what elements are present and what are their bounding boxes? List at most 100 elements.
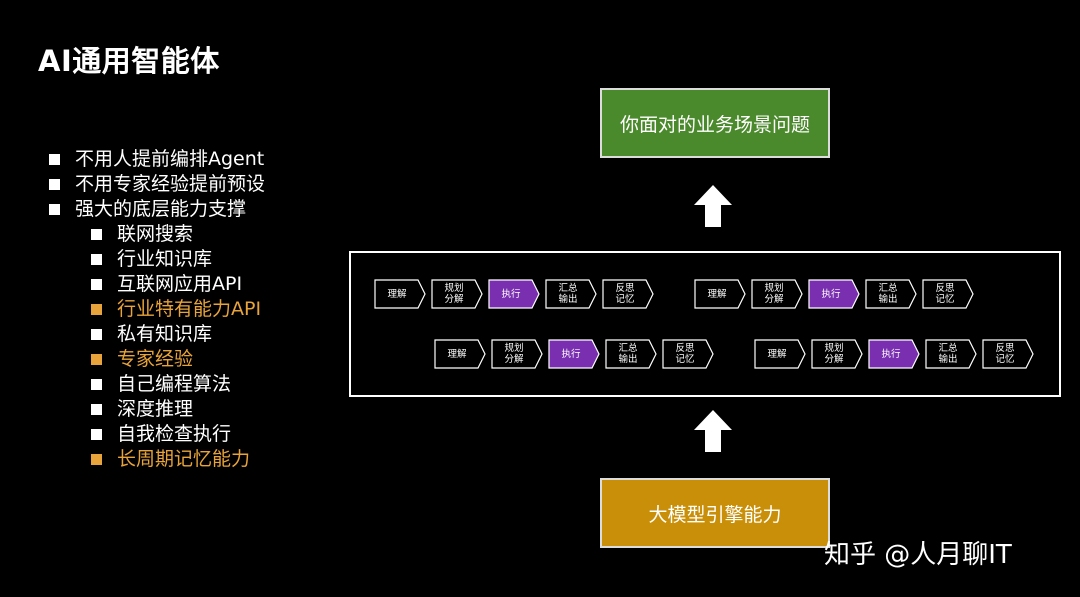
process-step-label: 反思 记忆 — [935, 283, 955, 305]
bullet-square-icon — [49, 204, 60, 215]
chevron-shape — [808, 279, 860, 309]
bullet-text: 行业知识库 — [117, 248, 213, 270]
bullet-square-icon — [91, 404, 102, 415]
process-step-label: 汇总 输出 — [558, 283, 578, 305]
process-step: 反思 记忆 — [922, 279, 974, 309]
process-step-label: 理解 — [707, 288, 727, 300]
bullet-square-icon — [91, 354, 102, 365]
process-step: 执行 — [548, 339, 600, 369]
chevron-shape — [754, 339, 806, 369]
page-title: AI通用智能体 — [38, 44, 220, 78]
process-step: 规划 分解 — [491, 339, 543, 369]
bullet-item: 行业知识库 — [48, 247, 265, 272]
bullet-square-icon — [91, 454, 102, 465]
bullet-item: 强大的底层能力支撑 — [48, 197, 265, 222]
process-step: 理解 — [694, 279, 746, 309]
bullet-item: 联网搜索 — [48, 222, 265, 247]
process-step-label: 理解 — [387, 288, 407, 300]
chevron-shape — [545, 279, 597, 309]
process-step: 反思 记忆 — [982, 339, 1034, 369]
bullet-square-icon — [91, 304, 102, 315]
bullet-text: 不用专家经验提前预设 — [75, 173, 266, 195]
process-step: 汇总 输出 — [925, 339, 977, 369]
process-step-label: 规划 分解 — [504, 343, 524, 365]
chevron-shape — [548, 339, 600, 369]
process-step-label: 理解 — [767, 348, 787, 360]
bullet-item: 深度推理 — [48, 397, 265, 422]
process-step: 执行 — [488, 279, 540, 309]
process-step: 规划 分解 — [431, 279, 483, 309]
bullet-text: 不用人提前编排Agent — [75, 148, 265, 170]
bullet-item: 行业特有能力API — [48, 297, 265, 322]
bullet-square-icon — [91, 329, 102, 340]
bullet-square-icon — [49, 154, 60, 165]
bullet-item: 私有知识库 — [48, 322, 265, 347]
process-step-label: 理解 — [447, 348, 467, 360]
business-problem-box: 你面对的业务场景问题 — [600, 88, 830, 158]
process-step: 反思 记忆 — [662, 339, 714, 369]
bullet-item: 互联网应用API — [48, 272, 265, 297]
process-step-label: 规划 分解 — [824, 343, 844, 365]
process-step-label: 反思 记忆 — [995, 343, 1015, 365]
process-step: 汇总 输出 — [545, 279, 597, 309]
process-step: 执行 — [868, 339, 920, 369]
bullet-text: 联网搜索 — [117, 223, 194, 245]
bullet-text: 自我检查执行 — [117, 423, 232, 445]
process-step: 规划 分解 — [811, 339, 863, 369]
chevron-shape — [925, 339, 977, 369]
arrow-up-icon — [694, 410, 732, 452]
process-step: 理解 — [754, 339, 806, 369]
bullet-text: 私有知识库 — [117, 323, 213, 345]
bullet-text: 长周期记忆能力 — [117, 448, 251, 470]
chevron-shape — [491, 339, 543, 369]
process-step-label: 执行 — [561, 348, 581, 360]
process-step: 汇总 输出 — [865, 279, 917, 309]
chevron-shape — [431, 279, 483, 309]
bullet-item: 不用人提前编排Agent — [48, 147, 265, 172]
process-step-label: 反思 记忆 — [675, 343, 695, 365]
chevron-shape — [865, 279, 917, 309]
bullet-square-icon — [91, 429, 102, 440]
llm-engine-label: 大模型引擎能力 — [648, 503, 782, 526]
bullet-text: 专家经验 — [117, 348, 194, 370]
watermark: 知乎 @人月聊IT — [824, 540, 1012, 570]
bullet-item: 专家经验 — [48, 347, 265, 372]
bullet-item: 不用专家经验提前预设 — [48, 172, 265, 197]
chevron-shape — [982, 339, 1034, 369]
process-step-label: 反思 记忆 — [615, 283, 635, 305]
process-step: 执行 — [808, 279, 860, 309]
process-step: 规划 分解 — [751, 279, 803, 309]
chevron-shape — [922, 279, 974, 309]
bullet-item: 长周期记忆能力 — [48, 447, 265, 472]
business-problem-label: 你面对的业务场景问题 — [619, 113, 810, 136]
bullet-text: 行业特有能力API — [117, 298, 262, 320]
chevron-shape — [694, 279, 746, 309]
arrow-up-icon — [694, 185, 732, 227]
process-step: 反思 记忆 — [602, 279, 654, 309]
bullet-square-icon — [91, 379, 102, 390]
bullet-square-icon — [91, 254, 102, 265]
bullet-item: 自我检查执行 — [48, 422, 265, 447]
chevron-shape — [434, 339, 486, 369]
chevron-shape — [811, 339, 863, 369]
process-step-label: 执行 — [501, 288, 521, 300]
bullet-square-icon — [91, 229, 102, 240]
chevron-shape — [751, 279, 803, 309]
process-step-label: 规划 分解 — [764, 283, 784, 305]
bullet-square-icon — [49, 179, 60, 190]
process-step-label: 执行 — [821, 288, 841, 300]
process-step-label: 汇总 输出 — [938, 343, 958, 365]
bullet-text: 互联网应用API — [117, 273, 243, 295]
bullet-square-icon — [91, 279, 102, 290]
chevron-shape — [374, 279, 426, 309]
bullet-item: 自己编程算法 — [48, 372, 265, 397]
agent-process-panel: 理解规划 分解执行汇总 输出反思 记忆理解规划 分解执行汇总 输出反思 记忆理解… — [349, 251, 1061, 397]
process-step-label: 汇总 输出 — [878, 283, 898, 305]
process-step: 理解 — [434, 339, 486, 369]
bullet-text: 自己编程算法 — [117, 373, 232, 395]
process-step: 理解 — [374, 279, 426, 309]
chevron-shape — [488, 279, 540, 309]
chevron-shape — [602, 279, 654, 309]
process-step: 汇总 输出 — [605, 339, 657, 369]
process-step-label: 规划 分解 — [444, 283, 464, 305]
